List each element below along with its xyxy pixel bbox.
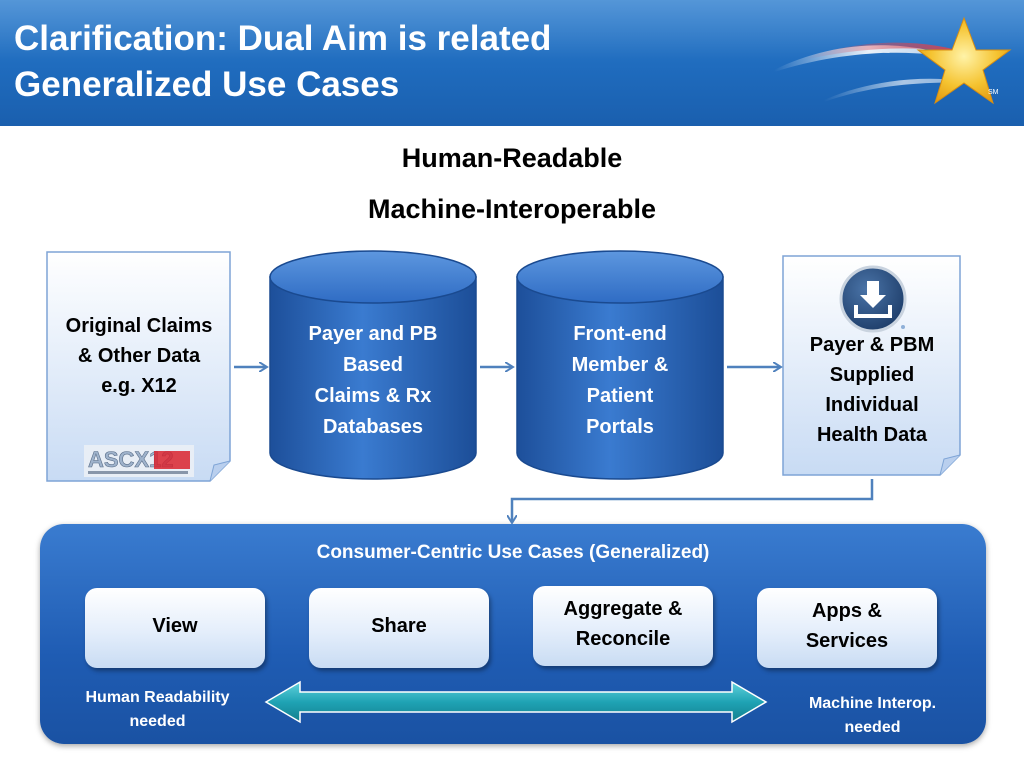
left-note-line2: needed xyxy=(129,713,186,730)
usecase-apps-line1: Apps & xyxy=(811,600,882,622)
output-doc-line1: Payer & PBM xyxy=(809,334,935,356)
db2-line1: Front-end xyxy=(573,323,667,345)
db2-line2: Member & xyxy=(571,354,669,376)
use-cases-panel: Consumer-Centric Use Cases (Generalized)… xyxy=(40,524,986,744)
usecase-apps-services: Apps & Services xyxy=(757,588,937,668)
document-shape xyxy=(46,251,231,482)
source-doc-line1: Original Claims xyxy=(65,315,213,337)
document-shape xyxy=(782,255,961,476)
usecase-aggregate-line2: Reconcile xyxy=(575,628,671,650)
output-document: Payer & PBM Supplied Individual Health D… xyxy=(782,255,962,477)
right-note-line2: needed xyxy=(844,719,901,736)
right-note-line1: Machine Interop. xyxy=(808,695,937,712)
swoosh-red xyxy=(804,42,974,60)
db1-line1: Payer and PB xyxy=(308,323,438,345)
db1-line2: Based xyxy=(342,354,404,376)
machine-interop-note: Machine Interop. needed xyxy=(785,692,960,740)
usecase-share: Share xyxy=(309,588,489,668)
usecase-view-label: View xyxy=(152,615,198,637)
swoosh-white xyxy=(774,45,964,72)
arrow-output-to-panel xyxy=(512,479,874,522)
cylinder-shape xyxy=(516,250,724,480)
db1-line4: Databases xyxy=(322,416,424,438)
center-title-line1: Human-Readable xyxy=(401,143,623,173)
human-readability-note: Human Readability needed xyxy=(70,686,245,734)
star-swoosh-logo: SM xyxy=(774,16,1012,105)
database-claims-rx: Payer and PB Based Claims & Rx Databases xyxy=(268,249,478,481)
usecase-share-label: Share xyxy=(371,615,427,637)
center-title-line2: Machine-Interoperable xyxy=(367,194,657,224)
usecase-aggregate-reconcile: Aggregate & Reconcile xyxy=(533,586,713,666)
panel-title: Consumer-Centric Use Cases (Generalized) xyxy=(316,542,710,563)
db2-line3: Patient xyxy=(586,385,654,407)
star-icon xyxy=(916,16,1012,105)
usecase-apps-line2: Services xyxy=(805,630,889,652)
db1-line3: Claims & Rx xyxy=(314,385,432,407)
slide-title-line2: Generalized Use Cases xyxy=(14,65,400,104)
database-portals: Front-end Member & Patient Portals xyxy=(515,249,725,481)
source-document: Original Claims & Other Data e.g. X12 AS… xyxy=(46,251,232,483)
service-mark: SM xyxy=(988,89,999,96)
header-band: Clarification: Dual Aim is related Gener… xyxy=(0,0,1024,126)
left-note-line1: Human Readability xyxy=(85,689,230,706)
output-doc-line2: Supplied xyxy=(829,364,915,386)
cylinder-shape xyxy=(269,250,477,480)
ascx12-logo: ASCX12 xyxy=(84,445,194,477)
download-icon xyxy=(839,265,907,333)
swoosh-lower xyxy=(824,78,984,102)
usecase-view: View xyxy=(85,588,265,668)
output-doc-line4: Health Data xyxy=(816,424,928,446)
source-doc-line3: e.g. X12 xyxy=(101,375,177,397)
usecase-aggregate-line1: Aggregate & xyxy=(563,598,683,620)
slide-title-line1: Clarification: Dual Aim is related xyxy=(14,19,552,58)
db2-line4: Portals xyxy=(586,416,654,438)
slide-title: Clarification: Dual Aim is related Gener… xyxy=(14,16,551,108)
source-doc-line2: & Other Data xyxy=(77,345,201,367)
output-doc-line3: Individual xyxy=(825,394,919,416)
